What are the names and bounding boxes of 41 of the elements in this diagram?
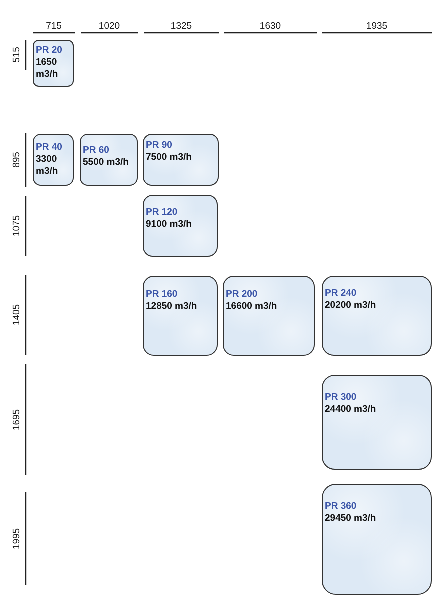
airflow-value: 16600 m3/h [226,301,278,313]
width-label: 1020 [98,21,120,32]
airflow-value: 20200 m3/h [325,300,378,312]
width-label: 715 [46,21,62,32]
size-box [143,134,219,186]
size-box [223,276,315,356]
model-name: PR 160 [146,289,179,301]
size-box [33,134,74,186]
airflow-value: 29450 m3/h [325,513,378,525]
height-label: 1695 [12,408,22,430]
airflow-value: 7500 m3/h [146,152,193,164]
model-name: PR 240 [325,288,358,300]
airflow-value: 9100 m3/h [146,219,193,231]
width-label: 1630 [260,21,282,32]
size-box [33,40,74,87]
model-name: PR 60 [83,145,110,157]
size-box [322,375,432,470]
height-label: 1995 [12,528,22,550]
model-name: PR 200 [226,289,259,301]
model-name: PR 40 [36,142,64,154]
height-label: 1405 [12,304,22,326]
height-label: 1075 [12,215,22,237]
model-name: PR 300 [325,392,358,404]
size-box [80,134,138,186]
size-box [322,484,432,595]
airflow-value: 3300 m3/h [36,154,60,178]
model-name: PR 90 [146,140,174,152]
model-name: PR 360 [325,501,358,513]
size-box [322,276,432,356]
airflow-value: 24400 m3/h [325,404,378,416]
height-label: 515 [12,47,22,63]
size-box [143,276,218,356]
airflow-value: 12850 m3/h [146,301,198,313]
height-label: 895 [12,152,22,168]
width-label: 1325 [170,21,192,32]
model-name: PR 20 [36,45,64,57]
width-label: 1935 [366,21,388,32]
airflow-value: 1650 m3/h [36,57,60,81]
model-name: PR 120 [146,207,179,219]
size-box [143,195,218,257]
airflow-value: 5500 m3/h [83,157,130,169]
